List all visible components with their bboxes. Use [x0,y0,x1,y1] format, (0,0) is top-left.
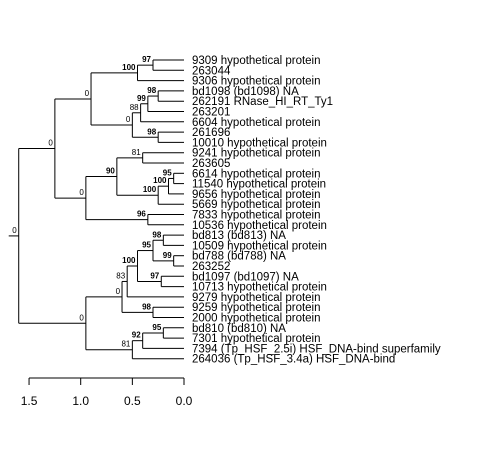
support-n10: 95 [163,168,172,177]
leaf-label: 11540 hypothetical protein [192,179,326,191]
leaf-label: bd813 (bd813) NA [192,230,286,242]
leaf-label: 10536 hypothetical protein [192,220,327,232]
leaf-label: 9309 hypothetical protein [192,55,321,67]
leaf-label: bd1098 (bd1098) NA [192,86,299,98]
support-n13: 90 [106,167,115,176]
leaf-label: 7394 (Tp_HSF_2.5i) HSF_DNA-bind superfam… [192,343,441,355]
leaf-label: 9656 hypothetical protein [192,189,321,201]
axis-tick-label: 1.5 [21,394,38,408]
support-n8: 0 [85,89,90,98]
leaf-label: 9306 hypothetical protein [192,76,321,88]
leaf-label: 261696 [192,127,230,139]
leaf-label: bd788 (bd788) NA [192,251,286,263]
support-n19: 95 [142,241,151,250]
support-n14: 96 [137,210,146,219]
support-n7: 0 [126,115,131,124]
leaf-label: 263044 [192,65,231,77]
leaf-label: 10010 hypothetical protein [192,137,327,149]
support-n2: 100 [122,63,136,72]
support-n16: 0 [48,139,53,148]
support-values: 9710098998898008195100100909600989995971… [12,55,172,349]
support-n22: 83 [116,271,125,280]
support-n9: 81 [132,148,141,157]
support-n11: 100 [153,176,167,185]
leaf-label: 262191 RNase_HI_RT_Ty1 [192,96,333,108]
support-n18: 99 [163,251,172,260]
leaf-label: 263252 [192,261,230,273]
leaf-label: bd1097 (bd1097) NA [192,271,299,283]
distance-axis: 1.5 1.0 0.5 0.0 [21,377,193,408]
support-n6: 98 [147,127,156,136]
leaf-label: 10509 hypothetical protein [192,240,327,252]
leaf-label: 263201 [192,107,230,119]
support-n5: 88 [130,103,139,112]
leaf-label: 9279 hypothetical protein [192,292,321,304]
leaf-label: 264036 (Tp_HSF_3.4a) HSF_DNA-bind [192,354,395,366]
tree-branches [8,59,184,360]
axis-tick-label: 0.5 [124,394,141,408]
support-n20: 97 [150,271,159,280]
leaf-label: 7833 hypothetical protein [192,210,321,222]
support-n25: 95 [152,323,161,332]
support-n23: 98 [142,302,151,311]
leaf-label: 10713 hypothetical protein [192,282,327,294]
support-n12: 100 [143,185,157,194]
leaf-label: 2000 hypothetical protein [192,313,321,325]
leaf-label: 9259 hypothetical protein [192,302,321,314]
support-n27: 81 [121,340,130,349]
leaf-label: 5669 hypothetical protein [192,199,321,211]
leaf-label: 7301 hypothetical protein [192,333,321,345]
support-n21: 100 [122,256,136,265]
support-root: 0 [12,226,17,235]
axis-tick-label: 0.0 [176,394,193,408]
leaf-label: 6604 hypothetical protein [192,117,321,129]
support-n26: 92 [132,331,141,340]
support-n1: 97 [142,55,151,64]
support-n4: 99 [137,94,146,103]
support-n15: 0 [79,188,84,197]
support-n28: 0 [79,313,84,322]
leaf-label: 6614 hypothetical protein [192,168,321,180]
leaf-label: 9241 hypothetical protein [192,148,321,160]
support-n17: 98 [152,230,161,239]
support-n24: 0 [116,287,121,296]
axis-tick-label: 1.0 [72,394,89,408]
leaf-label: bd810 (bd810) NA [192,323,286,335]
support-n3: 98 [147,86,156,95]
leaf-label: 263605 [192,158,230,170]
